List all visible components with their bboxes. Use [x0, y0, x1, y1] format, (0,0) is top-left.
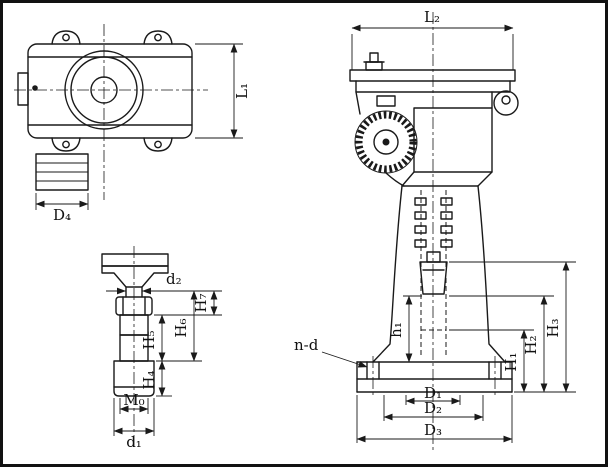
- dim-label-H1: H₁: [502, 352, 520, 371]
- dim-D4: D₄: [35, 193, 89, 224]
- dim-label-D2: D₂: [424, 399, 442, 417]
- dim-label-H2: H₂: [522, 335, 540, 354]
- dim-H1: H₁: [502, 329, 528, 393]
- dim-d2: d₂: [106, 270, 222, 295]
- leader-line: [321, 351, 368, 368]
- dim-label-H6: H₆: [172, 318, 190, 337]
- bolt-hole-right: [488, 356, 502, 397]
- gear-teeth: [355, 111, 417, 173]
- dim-label-d2: d₂: [166, 270, 182, 288]
- dim-H2: H₂: [522, 295, 548, 393]
- dim-label-D4: D₄: [53, 206, 71, 224]
- dim-label-H3: H₃: [544, 318, 562, 337]
- dim-label-H7: H₇: [192, 293, 210, 312]
- oil-plug-dot: [32, 85, 38, 91]
- dim-label-L1: L₁: [233, 83, 251, 99]
- dim-nd-callout: n-d: [294, 336, 368, 368]
- dim-D1: D₁: [405, 384, 461, 405]
- front-elevation-view: L₂: [294, 8, 576, 452]
- spindle-body: [113, 296, 155, 397]
- dim-M0: M₀: [119, 391, 149, 414]
- dim-D2: D₂: [383, 395, 484, 421]
- dim-H4: H₄: [140, 360, 166, 397]
- bolt-hole: [501, 95, 511, 105]
- gearbox-cap: [349, 52, 516, 115]
- dim-L2: L₂: [351, 8, 514, 70]
- end-cap-lobe: [493, 90, 519, 116]
- dim-d1: d₁: [113, 398, 155, 451]
- dim-label-d1: d₁: [126, 433, 142, 451]
- dim-label-M0: M₀: [123, 391, 144, 409]
- dim-label-H5: H₅: [140, 330, 158, 349]
- dim-H6: H₆: [172, 290, 198, 362]
- cup-nut: [419, 261, 448, 295]
- protective-bellows: [35, 153, 89, 191]
- dim-label-H4: H₄: [140, 370, 158, 389]
- dim-label-h1: h₁: [387, 322, 405, 338]
- top-view: L₁ D₄: [14, 24, 251, 224]
- dim-label-nd: n-d: [294, 336, 319, 354]
- mounting-lugs: [51, 30, 173, 152]
- base-flange: [356, 356, 513, 397]
- column: [372, 171, 506, 363]
- dim-L1: L₁: [195, 43, 251, 139]
- dim-label-D3: D₃: [424, 421, 442, 439]
- lifting-screw-hidden: [414, 190, 453, 358]
- worm-wheel-bore: [64, 50, 144, 130]
- dim-h1: h₁: [387, 295, 422, 363]
- dim-D3: D₃: [356, 395, 513, 443]
- spindle-detail-view: d₂ H₇ H₆ H₅ H₄ M₀: [101, 246, 222, 451]
- dim-label-L2: L₂: [424, 8, 440, 26]
- dim-label-D1: D₁: [424, 384, 442, 402]
- cooling-fins: [413, 91, 493, 173]
- dim-H5: H₅: [140, 314, 166, 362]
- spindle-cap: [101, 253, 169, 298]
- dim-H3: H₃: [544, 261, 570, 393]
- gearbox-housing: [17, 43, 193, 139]
